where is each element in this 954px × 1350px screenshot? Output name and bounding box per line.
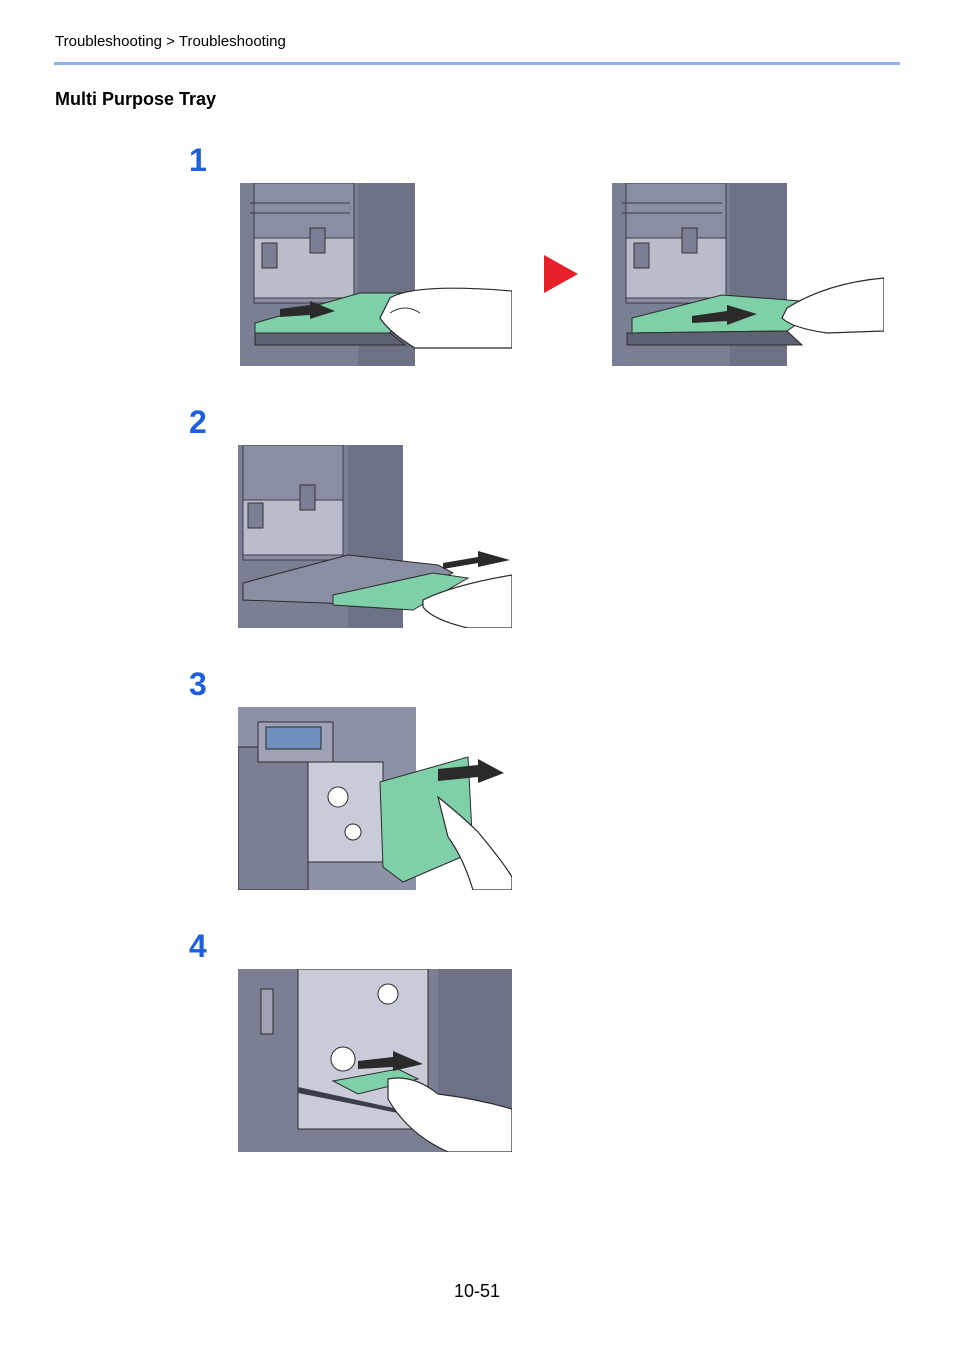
step-1-illustration-a <box>240 183 512 366</box>
step-number-3: 3 <box>189 666 207 702</box>
step-number-4: 4 <box>189 928 207 964</box>
step-2-illustration <box>238 445 512 628</box>
page-number: 10-51 <box>453 1281 501 1301</box>
arrow-right-icon <box>544 255 578 293</box>
section-title: Multi Purpose Tray <box>55 89 217 109</box>
breadcrumb: Troubleshooting > Troubleshooting <box>55 33 286 50</box>
header-divider <box>54 62 900 65</box>
step-number-2: 2 <box>189 404 207 440</box>
step-1-illustration-b <box>612 183 884 366</box>
step-number-1: 1 <box>189 142 207 178</box>
step-3-illustration <box>238 707 512 890</box>
step-4-illustration <box>238 969 512 1152</box>
